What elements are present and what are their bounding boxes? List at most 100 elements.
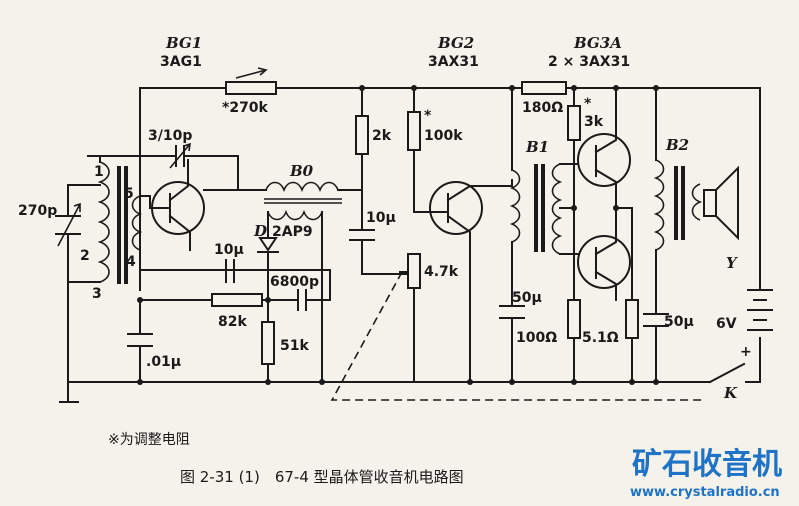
- label-r51ohm: 5.1Ω: [582, 330, 619, 346]
- cap-50u-b: [643, 313, 669, 327]
- label-bg3-type: 2 × 3AX31: [548, 54, 630, 70]
- b1-secondary: [551, 163, 563, 255]
- bg3-upper-leads: [594, 87, 617, 209]
- speaker-icon: [703, 165, 739, 241]
- label-r3k: 3k: [584, 114, 604, 130]
- bg3-lower-transistor: [577, 235, 631, 289]
- b0-primary: [265, 181, 339, 193]
- b2-core-a: [674, 166, 678, 240]
- label-pin3: 3: [92, 286, 102, 302]
- cap-50u-a: [499, 305, 525, 319]
- bg2-collector: [446, 179, 513, 202]
- r-100k: [407, 111, 421, 151]
- cap-6800p: [297, 289, 307, 311]
- emitter-link: [615, 207, 633, 301]
- label-tune-cap: 270p: [18, 203, 57, 219]
- label-c10u-b: 10μ: [366, 210, 396, 226]
- label-c50u-b: 50μ: [664, 314, 694, 330]
- note-adjust-resistor: ※为调整电阻: [108, 432, 190, 448]
- bg3-lower-leads: [594, 207, 617, 301]
- diode-body: [257, 237, 279, 253]
- watermark-brand: 矿石收音机: [632, 447, 782, 482]
- bg3-upper-transistor: [577, 133, 631, 187]
- label-c50u-a: 50μ: [512, 290, 542, 306]
- b0-secondary: [267, 209, 323, 221]
- label-pin4: 4: [126, 254, 136, 270]
- label-battery: 6V: [716, 316, 737, 332]
- ferrite-core-a: [117, 166, 121, 284]
- label-c6800p: 6800p: [270, 274, 319, 290]
- watermark-url: www.crystalradio.cn: [630, 485, 780, 500]
- label-bg1: BG1: [165, 34, 202, 52]
- label-b0: B0: [289, 162, 314, 180]
- tune-cap-plates: [55, 215, 81, 235]
- r-82k: [211, 293, 263, 307]
- bg1-base: [149, 193, 171, 223]
- r-180: [521, 81, 567, 95]
- switch-k: [708, 362, 761, 384]
- label-diode: D: [253, 222, 267, 240]
- antenna-coil-primary: [97, 161, 110, 283]
- label-r2k: 2k: [372, 128, 392, 144]
- b0-core: [264, 198, 342, 204]
- bg2-emitter: [446, 214, 471, 383]
- label-c01u: .01μ: [146, 354, 181, 370]
- label-r100k: 100k: [424, 128, 463, 144]
- trimmer-wires: [87, 155, 239, 191]
- r-100ohm-bias: [567, 299, 581, 339]
- label-r82k: 82k: [218, 314, 247, 330]
- r-3k: [567, 105, 581, 141]
- b1-core-a: [534, 164, 538, 252]
- trimmer-plates: [175, 145, 185, 167]
- r-5-1ohm: [625, 299, 639, 339]
- r-2k: [355, 115, 369, 155]
- label-bg1-type: 3AG1: [160, 54, 202, 70]
- bg2-transistor: [429, 181, 483, 235]
- volume-switch-link: [330, 271, 704, 401]
- label-c10u-a: 10μ: [214, 242, 244, 258]
- cap-01u: [127, 333, 153, 347]
- bg2-base: [413, 193, 449, 223]
- label-pot: 4.7k: [424, 264, 459, 280]
- b1-core-b: [541, 164, 545, 252]
- bg1-collector: [168, 159, 189, 202]
- r-270k: [225, 81, 277, 95]
- label-r3k-star: *: [584, 96, 592, 112]
- r-270k-arrow: [235, 67, 268, 79]
- label-bg2-type: 3AX31: [428, 54, 479, 70]
- label-r51k: 51k: [280, 338, 309, 354]
- b2-secondary: [691, 183, 703, 221]
- r-51k: [261, 321, 275, 365]
- label-trimmer: 3/10p: [148, 128, 192, 144]
- label-r270k: *270k: [222, 100, 269, 116]
- label-bg3: BG3A: [573, 34, 622, 52]
- antenna-coil-secondary: [131, 195, 143, 251]
- label-pin2: 2: [80, 248, 90, 264]
- b2-primary: [653, 159, 665, 251]
- tune-cap-arrow: [57, 202, 81, 247]
- figure-caption: 图 2-31 (1) 67-4 型晶体管收音机电路图: [180, 468, 464, 486]
- cap-10u-a: [225, 259, 235, 283]
- junctions: [137, 85, 659, 385]
- label-r100k-star: *: [424, 108, 432, 124]
- ferrite-core-b: [124, 166, 128, 284]
- label-r100ohm: 100Ω: [516, 330, 557, 346]
- label-switch: K: [723, 384, 738, 402]
- label-r180: 180Ω: [522, 100, 563, 116]
- label-pin5: 5: [124, 186, 134, 202]
- label-plus: +: [740, 344, 752, 360]
- cap-10u-b: [349, 229, 375, 241]
- ground-stub: [59, 381, 79, 403]
- battery-cells: [747, 289, 773, 331]
- cap-6800p-wire: [267, 269, 331, 301]
- label-pin1: 1: [94, 164, 104, 180]
- bg1-emitter: [168, 214, 191, 251]
- label-bg2: BG2: [437, 34, 474, 52]
- label-speaker: Y: [726, 254, 738, 272]
- label-b1: B1: [525, 138, 549, 156]
- label-b2: B2: [665, 136, 689, 154]
- cap-10u-b-out: [361, 239, 409, 275]
- pot-4k7: [407, 253, 421, 289]
